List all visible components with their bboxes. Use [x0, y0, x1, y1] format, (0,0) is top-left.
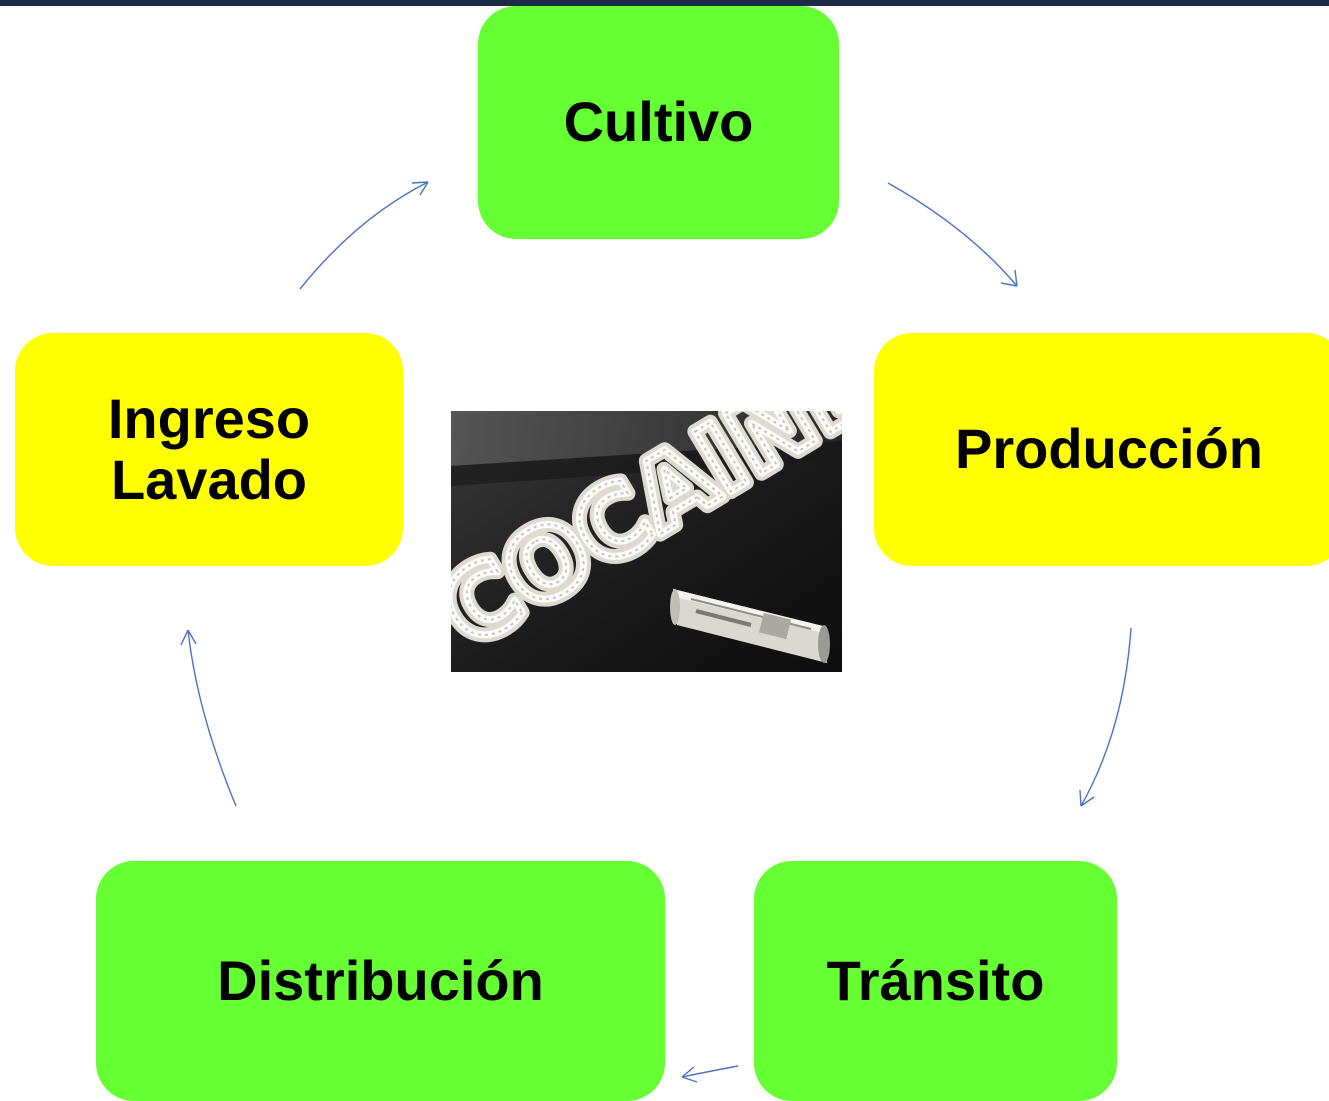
center-photo: COCAINE COCAINE COCAINE — [451, 411, 842, 672]
node-transito-label: Tránsito — [826, 948, 1045, 1012]
node-cultivo-label: Cultivo — [563, 90, 754, 154]
node-transito-line: Tránsito — [826, 948, 1045, 1012]
node-distribucion-label: Distribución — [217, 948, 544, 1012]
node-ingreso-line: Ingreso — [107, 387, 311, 451]
arrow-ingreso-to-cultivo — [299, 181, 429, 290]
arrow-transito-to-distribucion — [681, 1065, 739, 1083]
node-transito: Tránsito — [754, 861, 1117, 1101]
node-produccion-label: Producción — [954, 417, 1264, 481]
top-bar — [0, 0, 1329, 6]
node-ingreso-line: Lavado — [110, 447, 308, 511]
arrow-distribucion-to-ingreso — [180, 629, 237, 807]
arrow-cultivo-to-produccion — [887, 182, 1018, 287]
arrow-produccion-to-transito — [1079, 627, 1132, 807]
powder-lettering-image: COCAINE COCAINE COCAINE — [451, 411, 842, 672]
node-produccion: Producción — [874, 333, 1329, 566]
node-cultivo-line: Cultivo — [563, 90, 754, 154]
node-distribucion: Distribución — [96, 861, 665, 1101]
node-produccion-line: Producción — [954, 417, 1264, 481]
node-distribucion-line: Distribución — [217, 948, 544, 1012]
rolled-banknote — [670, 589, 830, 663]
node-cultivo: Cultivo — [478, 6, 839, 239]
